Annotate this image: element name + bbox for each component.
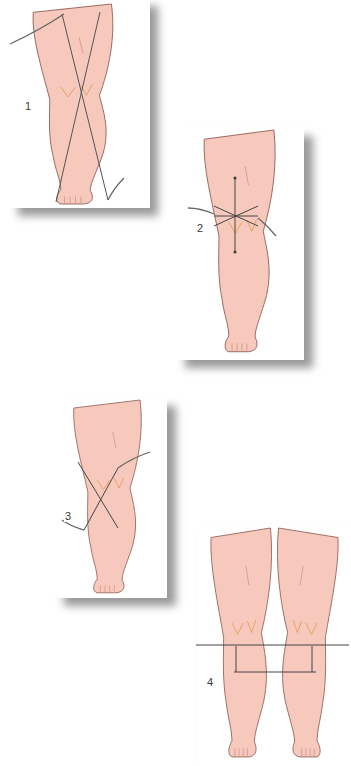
splint-line bbox=[196, 645, 349, 672]
panel bbox=[8, 0, 150, 208]
callout-number: 2 bbox=[196, 222, 204, 234]
callout-number: 1 bbox=[24, 100, 32, 112]
panel bbox=[55, 398, 167, 598]
leg bbox=[204, 130, 275, 352]
suture-line bbox=[78, 462, 118, 530]
suture-line bbox=[214, 178, 258, 252]
needle bbox=[10, 14, 124, 200]
leg bbox=[277, 528, 338, 757]
needle bbox=[188, 208, 276, 236]
callout-number: 3 bbox=[64, 510, 72, 522]
needle bbox=[62, 452, 150, 530]
leg bbox=[74, 400, 142, 593]
callout-number: 4 bbox=[206, 676, 214, 688]
panel bbox=[176, 128, 304, 360]
suture-line bbox=[56, 12, 108, 202]
leg bbox=[33, 4, 113, 204]
leg bbox=[211, 528, 272, 757]
